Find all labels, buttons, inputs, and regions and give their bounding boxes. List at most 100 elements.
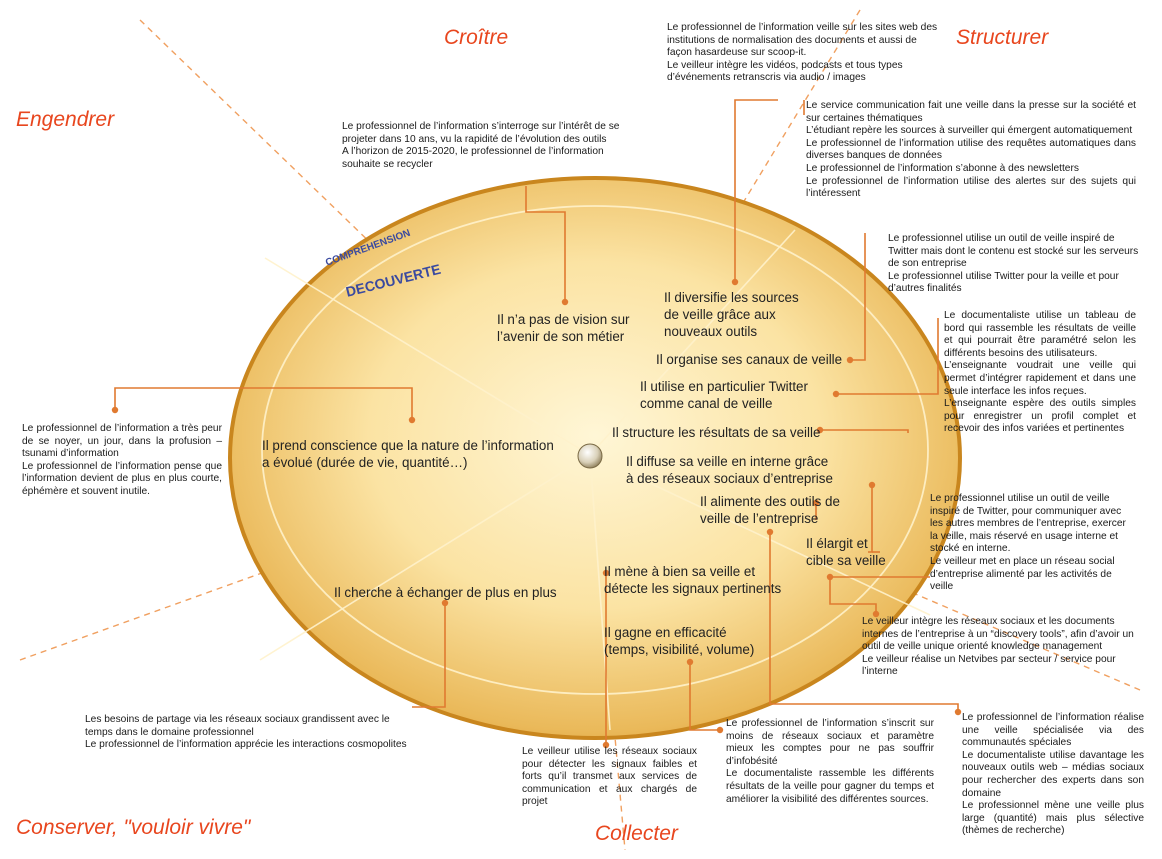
- note-right-twitter: Le professionnel utilise un outil de vei…: [888, 233, 1140, 296]
- dot: [408, 416, 416, 424]
- note-paragraph: Le professionnel utilise un outil de vei…: [888, 233, 1139, 270]
- statement-line: Il structure les résultats de sa veille: [612, 425, 821, 440]
- note-paragraph: Le professionnel mène une veille plus la…: [962, 800, 1144, 837]
- dot: [441, 599, 449, 607]
- spoke-se: [589, 454, 931, 616]
- statement-structure: Il structure les résultats de sa veille: [612, 424, 820, 441]
- statement-echanger: Il cherche à échanger de plus en plus: [334, 584, 557, 601]
- statement-line: Il utilise en particulier Twitter: [640, 379, 808, 394]
- statement-line: Il diversifie les sources: [664, 290, 799, 305]
- quadrant-label-structurer: Structurer: [956, 26, 1049, 49]
- dot: [602, 569, 610, 577]
- note-paragraph: Le professionnel utilise un outil de vei…: [930, 493, 1126, 555]
- note-paragraph: Le professionnel de l’information pense …: [22, 460, 222, 497]
- quadrant-label-conserver: Conserver, "vouloir vivre": [16, 816, 251, 839]
- spoke-nw: [264, 257, 591, 456]
- note-paragraph: Le veilleur réalise un Netvibes par sect…: [862, 653, 1116, 678]
- note-top-left: Le professionnel de l’information s’inte…: [342, 121, 627, 171]
- note-paragraph: Le veilleur met en place un réseau socia…: [930, 555, 1115, 593]
- note-paragraph: Le professionnel de l’information utilis…: [806, 137, 1136, 162]
- connector-conscience: [114, 387, 413, 420]
- quadrant-label-collecter: Collecter: [595, 822, 678, 845]
- statement-line: Il gagne en efficacité: [604, 625, 727, 640]
- dot: [111, 406, 119, 414]
- statement-line: a évolué (durée de vie, quantité…): [262, 455, 468, 470]
- dot: [766, 528, 774, 536]
- note-paragraph: Le documentaliste rassemble les différen…: [726, 768, 934, 805]
- statement-alimente: Il alimente des outils de veille de l’en…: [700, 493, 840, 527]
- connector-gagne: [689, 662, 720, 731]
- dot: [846, 356, 854, 364]
- statement-diffuse: Il diffuse sa veille en interne grâce à …: [626, 453, 833, 487]
- note-paragraph: Le professionnel de l’information s’abon…: [806, 162, 1079, 174]
- dot: [812, 499, 820, 507]
- note-paragraph: Le service communication fait une veille…: [806, 100, 1136, 124]
- connector-echanger: [412, 603, 446, 708]
- note-bottom-right: Le professionnel de l’information réalis…: [962, 712, 1144, 838]
- connector-structure: [820, 429, 909, 433]
- connector-vision: [525, 186, 566, 302]
- statement-line: de veille grâce aux: [664, 307, 776, 322]
- center-sphere: [577, 443, 603, 469]
- note-paragraph: Le documentaliste utilise un tableau de …: [944, 310, 1136, 359]
- statement-gagne: Il gagne en efficacité (temps, visibilit…: [604, 624, 754, 658]
- statement-line: veille de l’entreprise: [700, 511, 819, 526]
- connector-reseau: [829, 576, 930, 614]
- statement-diversifie: Il diversifie les sources de veille grâc…: [664, 289, 799, 340]
- dot: [868, 481, 876, 489]
- note-paragraph: Le veilleur utilise les réseaux sociaux …: [522, 746, 697, 808]
- statement-line: Il n’a pas de vision sur: [497, 312, 630, 327]
- dot: [826, 573, 834, 581]
- spoke-sw: [259, 454, 591, 661]
- connector-twitter: [836, 318, 939, 395]
- statement-conscience: Il prend conscience que la nature de l’i…: [262, 437, 554, 471]
- note-bottom-veilleur: Le veilleur utilise les réseaux sociaux …: [522, 746, 697, 809]
- note-paragraph: Les besoins de partage via les réseaux s…: [85, 714, 390, 738]
- note-paragraph: Le professionnel de l’information réalis…: [962, 712, 1144, 749]
- statement-line: à des réseaux sociaux d’entreprise: [626, 471, 833, 486]
- note-paragraph: Le veilleur intègre les réseaux sociaux …: [862, 616, 1134, 653]
- statement-line: cible sa veille: [806, 553, 886, 568]
- statement-line: comme canal de veille: [640, 396, 773, 411]
- dot: [686, 658, 694, 666]
- dot: [832, 390, 840, 398]
- statement-line: Il organise ses canaux de veille: [656, 352, 843, 367]
- quadrant-label-engendrer: Engendrer: [16, 108, 115, 131]
- note-top-center: Le professionnel de l’information veille…: [667, 22, 942, 85]
- note-right-discovery: Le veilleur intègre les réseaux sociaux …: [862, 616, 1147, 679]
- note-bottom-partage: Les besoins de partage via les réseaux s…: [85, 714, 410, 752]
- note-paragraph: Le professionnel de l’information s’insc…: [726, 718, 934, 767]
- inner-ellipse-ring: [261, 205, 929, 695]
- statement-line: détecte les signaux pertinents: [604, 581, 782, 596]
- note-paragraph: Le professionnel de l’information a très…: [22, 423, 222, 460]
- statement-line: Il élargit et: [806, 536, 868, 551]
- note-paragraph: L’étudiant repère les sources à surveill…: [806, 125, 1133, 137]
- note-right-service: Le service communication fait une veille…: [806, 100, 1136, 201]
- note-paragraph: A l’horizon de 2015-2020, le professionn…: [342, 146, 604, 170]
- connector-dots: [111, 278, 962, 749]
- note-paragraph: L’enseignante voudrait une veille qui pe…: [944, 360, 1136, 397]
- statement-line: l’avenir de son métier: [497, 329, 625, 344]
- note-paragraph: Le professionnel de l’information appréc…: [85, 739, 407, 751]
- note-left-noyer: Le professionnel de l’information a très…: [22, 423, 222, 499]
- note-paragraph: L’enseignante espère des outils simples …: [944, 398, 1136, 435]
- statement-line: (temps, visibilité, volume): [604, 642, 755, 657]
- statement-line: nouveaux outils: [664, 324, 758, 339]
- statement-line: Il prend conscience que la nature de l’i…: [262, 438, 554, 453]
- note-paragraph: Le professionnel utilise Twitter pour la…: [888, 270, 1119, 295]
- statement-elargit: Il élargit et cible sa veille: [806, 535, 886, 569]
- quadrant-label-croitre: Croître: [444, 26, 509, 49]
- note-paragraph: Le documentaliste utilise davantage les …: [962, 749, 1144, 799]
- statement-mene: Il mène à bien sa veille et détecte les …: [604, 563, 781, 597]
- dot: [561, 298, 569, 306]
- connector-organise: [850, 233, 866, 361]
- connector-diversifie: [734, 99, 778, 282]
- statement-vision: Il n’a pas de vision sur l’avenir de son…: [497, 311, 630, 345]
- note-paragraph: Le professionnel de l’information veille…: [667, 22, 938, 59]
- note-right-tableau: Le documentaliste utilise un tableau de …: [944, 310, 1136, 436]
- statement-line: Il alimente des outils de: [700, 494, 840, 509]
- connector-bottom-right: [769, 532, 959, 712]
- statement-line: Il cherche à échanger de plus en plus: [334, 585, 557, 600]
- dot: [954, 708, 962, 716]
